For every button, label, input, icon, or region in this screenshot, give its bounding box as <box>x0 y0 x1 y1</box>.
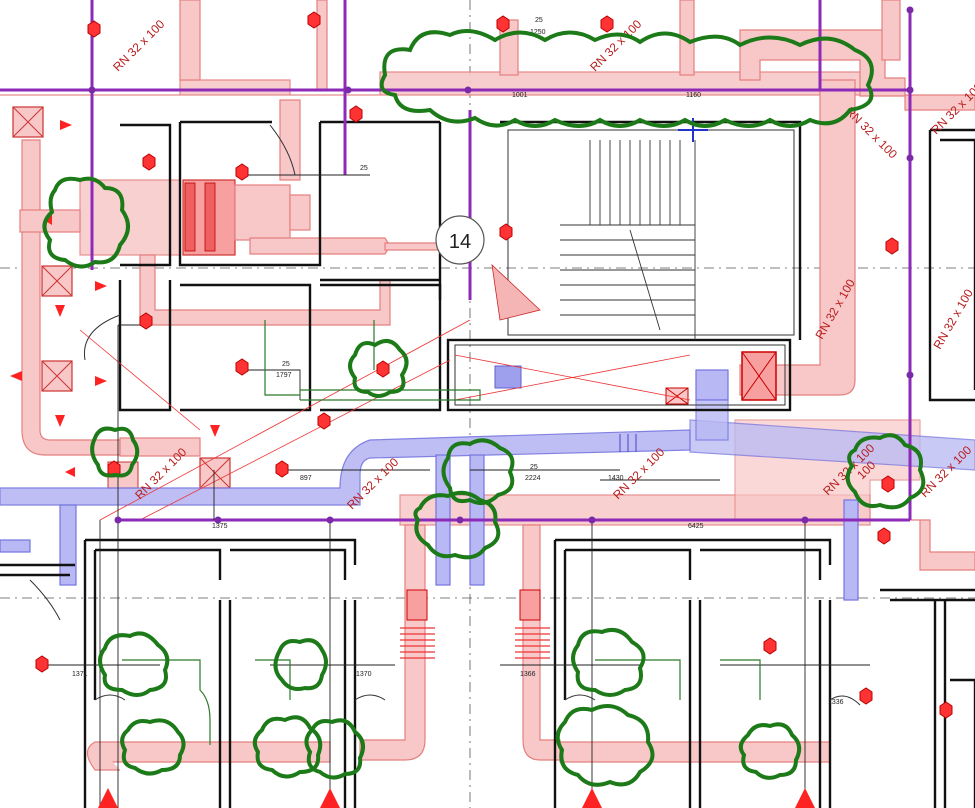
stair-treads <box>560 140 696 340</box>
dim-lower-1336: 1336 <box>828 699 844 706</box>
dim-pipe-1160: 1160 <box>686 92 701 99</box>
dim-room-1375: 1375 <box>212 523 228 530</box>
dim-pipe-25: 25 <box>360 165 368 172</box>
duct-label-main-top-center: RN 32 x 100 <box>587 17 644 74</box>
dim-room-2224: 2224 <box>525 475 541 482</box>
diffuser-group <box>12 106 777 489</box>
revision-cloud-lower-3 <box>571 628 646 697</box>
duct-label-corridor-right-a: RN 32 x 100 <box>610 445 667 502</box>
revision-cloud-top <box>379 29 874 128</box>
dim-lower-1366: 1366 <box>520 671 536 678</box>
fittings <box>10 11 953 808</box>
dim-top-1250: 1250 <box>530 29 546 36</box>
revision-clouds <box>42 29 926 787</box>
dimension-labels: 25 1250 25 1001 1160 25 1797 2224 1430 6… <box>72 17 844 706</box>
dim-lower-1370: 1370 <box>356 671 372 678</box>
grid-bubble-label: 14 <box>449 231 471 253</box>
duct-label-main-top-left: RN 32 x 100 <box>110 17 167 74</box>
piping <box>0 0 914 808</box>
dim-room-897: 897 <box>300 475 312 482</box>
revision-cloud-lower-1 <box>98 631 170 697</box>
revision-cloud-lower-4 <box>120 718 186 776</box>
revision-cloud-right-corridor <box>845 433 926 510</box>
dim-pipe-1001: 1001 <box>512 92 528 99</box>
revision-cloud-left-corridor <box>90 426 140 478</box>
revision-cloud-ahu <box>42 176 130 269</box>
hatched-area <box>491 263 541 321</box>
revision-cloud-lower-2 <box>273 638 328 691</box>
dim-room-1430: 1430 <box>608 475 624 482</box>
grid-bubble: 14 <box>435 215 485 265</box>
supply-duct-network <box>0 0 975 771</box>
revision-cloud-corridor-center <box>441 438 515 506</box>
dim-room-1797: 1797 <box>276 372 292 379</box>
revision-cloud-lower-6 <box>304 718 366 780</box>
diagonal-lines <box>79 319 691 521</box>
dim-mid-25: 25 <box>530 464 538 471</box>
revision-cloud-room-mid <box>348 339 409 398</box>
dim-top-25a: 25 <box>535 17 543 24</box>
walls <box>0 120 975 808</box>
revision-cloud-lower-8 <box>738 722 802 780</box>
revision-cloud-corridor-low <box>413 490 501 560</box>
revision-cloud-lower-7 <box>555 704 655 787</box>
duct-label-right-lower: RN 32 x 100 <box>930 286 975 351</box>
dim-room-25: 25 <box>282 361 290 368</box>
dim-lower-1371: 1371 <box>72 671 88 678</box>
dim-room-6425: 6425 <box>688 523 704 530</box>
